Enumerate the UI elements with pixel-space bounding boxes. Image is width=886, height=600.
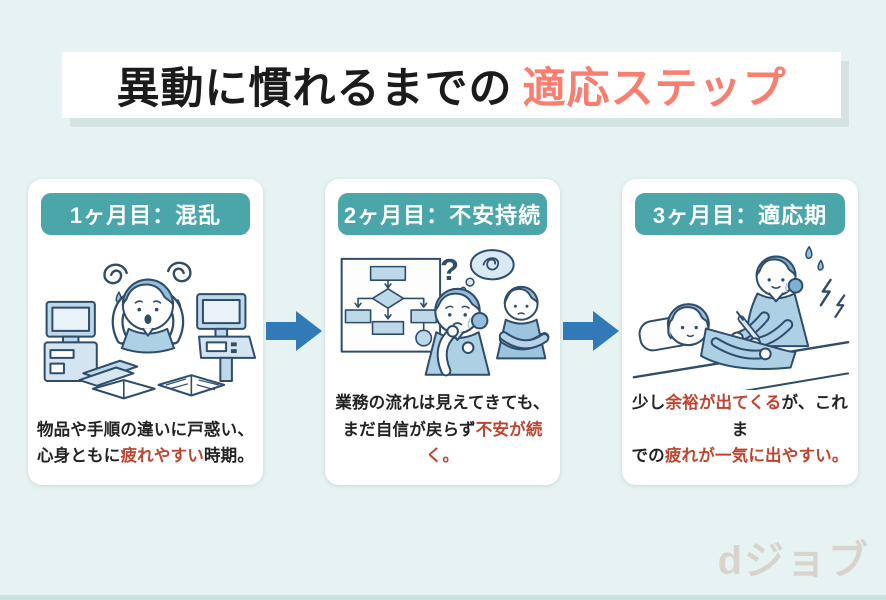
caption-accent-text: 不安が続く。 xyxy=(425,420,543,466)
illustration-confusion-scene xyxy=(28,235,263,417)
d-job-logo: dジョブ xyxy=(717,539,870,583)
caption-text: が、これま での xyxy=(631,393,848,466)
question-mark-glyph: ? xyxy=(440,253,459,288)
step-card-month2: 2ヶ月目：不安持続 ? xyxy=(325,179,560,485)
arrow-right-icon xyxy=(266,311,322,351)
caption-text: 業務の流れは見えてきても、 まだ自信が戻らず xyxy=(335,393,550,439)
step-card-month1: 1ヶ月目：混乱 xyxy=(28,179,263,485)
caption-text: 物品や手順の違いに戸惑い、 心身ともに xyxy=(36,420,255,466)
step-card-month1-caption: 物品や手順の違いに戸惑い、 心身ともに疲れやすい時期。 xyxy=(36,417,255,470)
caption-accent-text: 余裕が出てくる xyxy=(665,393,782,412)
step-card-month1-header: 1ヶ月目：混乱 xyxy=(41,193,250,235)
arrow-right-icon xyxy=(563,311,619,351)
illustration-anxiety-scene: ? xyxy=(325,235,560,390)
step-card-month2-caption: 業務の流れは見えてきても、 まだ自信が戻らず不安が続く。 xyxy=(333,390,552,470)
caption-text: 時期。 xyxy=(203,447,255,466)
step-card-month3: 3ヶ月目：適応期 xyxy=(622,179,858,485)
step-card-month2-header: 2ヶ月目：不安持続 xyxy=(338,193,547,235)
caption-accent-text: 疲れが一気に出やすい。 xyxy=(664,447,849,466)
page-title-black: 異動に慣れるまでの xyxy=(116,65,513,113)
step-card-month3-caption: 少し余裕が出てくるが、これま での疲れが一気に出やすい。 xyxy=(630,390,850,470)
step-card-month3-header: 3ヶ月目：適応期 xyxy=(635,193,845,235)
bottom-strip xyxy=(0,595,886,600)
page-title-accent: 適応ステップ xyxy=(522,65,787,113)
title-banner: 異動に慣れるまでの 適応ステップ xyxy=(62,52,841,118)
caption-accent-text: 疲れやすい xyxy=(120,447,204,466)
illustration-adaptation-scene xyxy=(622,235,858,390)
caption-text: 少し xyxy=(632,393,666,412)
